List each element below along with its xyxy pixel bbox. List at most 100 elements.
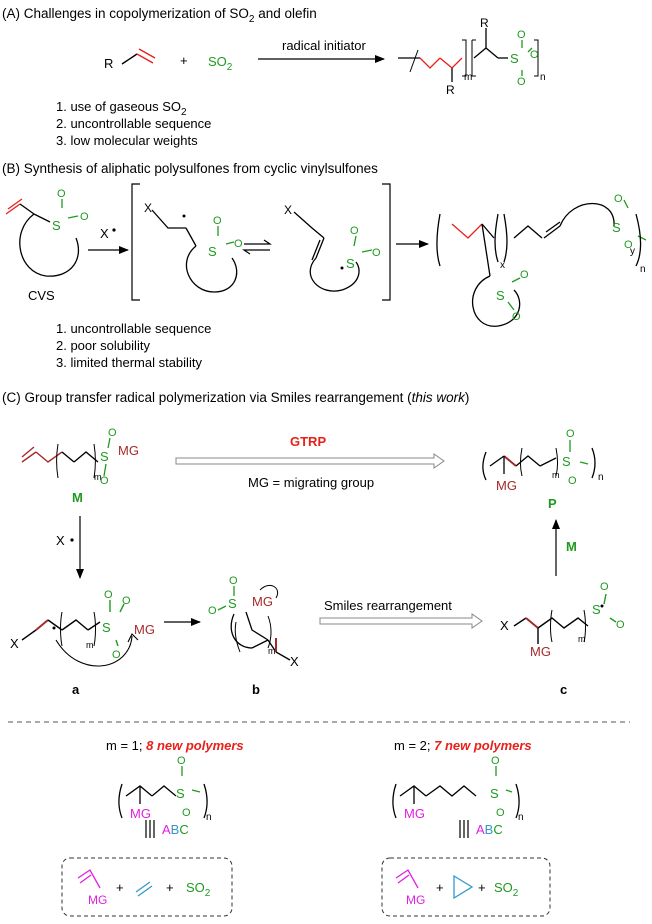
polymer-p-s: S [562,454,571,469]
mg-definition: MG = migrating group [248,475,374,490]
right-so2: SO2 [494,880,519,899]
intermediate-a-label: a [72,682,80,697]
polymer-p-m-sub: m [552,470,560,480]
section-a-title: (A) Challenges in copolymerization of SO… [2,6,317,25]
polymer-p-o-right: O [568,475,577,487]
polymer-b-y-sub: y [630,246,635,257]
polymer-b-s-main: S [612,220,621,235]
bottom-right-panel: m = 2; 7 new polymers MG S O O n ABC MG … [381,738,551,917]
polymer-p-structure [482,440,596,481]
section-c-title: (C) Group transfer radical polymerizatio… [2,390,469,405]
cvs-issue-2: 2. poor solubility [56,338,150,353]
smiles-label: Smiles rearrangement [324,598,452,613]
left-monomer-mg-vinyl [77,869,101,889]
radical-dot-b [112,228,116,232]
cvs-o-right: O [80,211,89,223]
left-monomer-mg: MG [88,893,107,907]
intermediate-a-radical-dot [52,626,56,630]
challenge-item-3: 3. low molecular weights [56,133,198,148]
polymer-p-n-sub: n [598,472,604,483]
intermediate-2-o-right: O [372,247,381,259]
cvs-issue-3: 3. limited thermal stability [56,355,202,370]
polymer-b-o-1: O [614,193,623,205]
intermediate-b-s: S [228,596,237,611]
left-so2: SO2 [186,880,211,899]
propagation-m-label: M [566,539,577,554]
left-plus-2: + [166,880,174,895]
right-equivalence-bars [459,820,469,838]
cvs-label: CVS [28,288,55,303]
product-n-subscript: n [540,72,546,83]
radical-intermediate-2 [293,211,373,292]
left-polymer-o-top: O [177,755,186,767]
cvs-issue-1: 1. uncontrollable sequence [56,321,211,336]
intermediate-c-m: m [578,634,586,644]
product-o-right: O [530,49,539,61]
smiles-arrow [319,613,483,629]
intermediate-b-structure [217,585,291,661]
copolymer-product [398,28,539,82]
radical-dot-c [70,538,74,542]
polymer-b-x-sub: x [500,260,505,271]
intermediate-1-x: X [144,201,152,215]
radical-x-label-b: X [100,226,109,241]
intermediate-c-structure [513,593,617,644]
section-b-title: (B) Synthesis of aliphatic polysulfones … [2,161,378,176]
intermediate-1-o-top: O [213,215,222,227]
polymer-b-s-ring: S [496,288,505,303]
product-m-subscript: m [464,72,472,83]
intermediate-c-label: c [560,682,567,697]
intermediate-a-s: S [102,620,111,635]
olefin-structure [121,48,156,65]
monomer-s: S [100,449,109,464]
left-monomer-box [61,857,233,917]
intermediate-2-x: X [284,203,292,217]
polymer-b-n-sub: n [640,264,646,275]
right-heading: m = 2; 7 new polymers [394,738,532,753]
monomer-label: M [72,490,83,505]
product-r-bottom: R [446,83,455,97]
right-polymer-n: n [518,812,524,823]
radical-initiator-label: radical initiator [282,38,366,53]
intermediate-bracket-left [131,183,140,301]
polymer-b-o-4: O [512,311,521,323]
intermediate-a-x: X [10,636,19,651]
radical-x-label-c: X [56,533,65,548]
intermediate-a-structure [21,600,139,667]
intermediate-b-m: m [268,646,276,656]
left-ethylene [135,881,153,897]
right-abc: ABC [476,822,503,837]
product-o-top: O [517,29,526,41]
product-s-atom: S [510,51,519,66]
monomer-m-structure [21,443,99,479]
monomer-mg: MG [118,443,139,458]
monomer-m-sub: m [94,472,102,482]
section-c: (C) Group transfer radical polymerizatio… [2,390,625,697]
intermediate-b-label: b [252,682,260,697]
monomer-o-top: O [108,427,117,439]
intermediate-c-x: X [500,618,509,633]
polymer-label: P [548,496,557,511]
gtrp-arrow [175,453,445,469]
challenge-item-1: 1. use of gaseous SO2 [56,99,187,118]
cvs-o-top: O [57,188,66,200]
left-polymer-mg: MG [130,806,151,821]
intermediate-b-mg: MG [252,594,273,609]
intermediate-a-mg: MG [134,622,155,637]
intermediate-2-o-top: O [350,225,359,237]
so2-reagent: SO2 [208,54,233,73]
right-monomer-box [381,857,551,917]
intermediate-c-o-1: O [600,581,609,593]
left-equivalence-bars [145,820,155,838]
polymer-p-o-top: O [566,428,575,440]
plus-sign: + [180,53,188,68]
intermediate-c-s: S [592,602,601,617]
olefin-r-label: R [104,56,113,71]
intermediate-bracket-right [382,183,391,301]
right-polymer-s: S [490,786,499,801]
intermediate-c-o-2: O [616,619,625,631]
intermediate-1-s: S [208,244,217,259]
left-polymer-o-bottom: O [182,807,191,819]
intermediate-b-o-2: O [208,605,217,617]
gtrp-label: GTRP [290,434,326,449]
